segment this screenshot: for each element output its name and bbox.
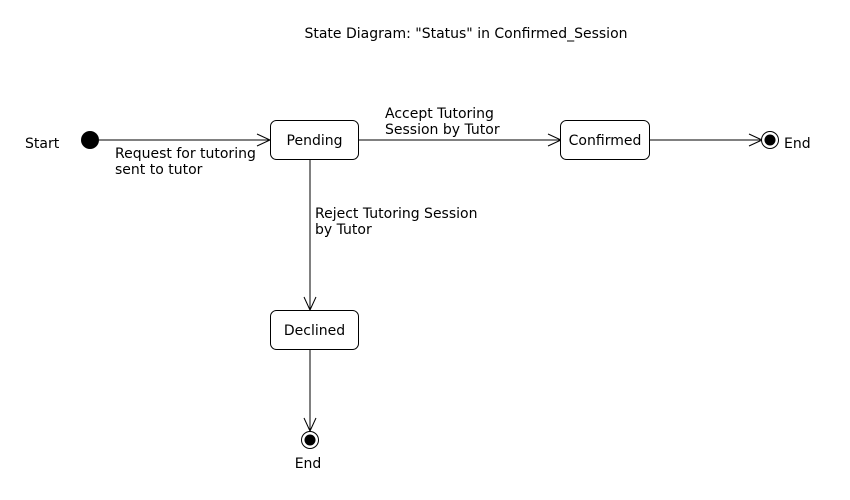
state-pending-label: Pending <box>287 133 343 149</box>
start-label: Start <box>25 136 60 152</box>
end-node-right <box>761 131 779 149</box>
state-confirmed <box>560 120 650 160</box>
transition-request-label: Request for tutoring sent to tutor <box>115 146 260 178</box>
transition-accept-line-1: Accept Tutoring <box>385 106 494 122</box>
state-confirmed-label: Confirmed <box>569 133 642 149</box>
transition-request-line-1: Request for tutoring <box>115 146 256 162</box>
state-pending <box>270 120 359 160</box>
transition-request-line-2: sent to tutor <box>115 162 203 178</box>
start-node <box>81 131 99 149</box>
transition-accept-line-2: Session by Tutor <box>385 122 500 138</box>
diagram-title: State Diagram: "Status" in Confirmed_Ses… <box>304 26 627 42</box>
end-node-bottom <box>301 431 319 449</box>
transition-reject-line-2: by Tutor <box>315 222 372 238</box>
state-declined <box>270 310 359 350</box>
end-label-right: End <box>784 136 811 152</box>
state-declined-label: Declined <box>284 323 345 339</box>
transition-reject-label: Reject Tutoring Session by Tutor <box>315 206 482 238</box>
end-label-bottom: End <box>295 456 322 472</box>
transition-reject-line-1: Reject Tutoring Session <box>315 206 477 222</box>
transition-accept-label: Accept Tutoring Session by Tutor <box>385 106 500 138</box>
